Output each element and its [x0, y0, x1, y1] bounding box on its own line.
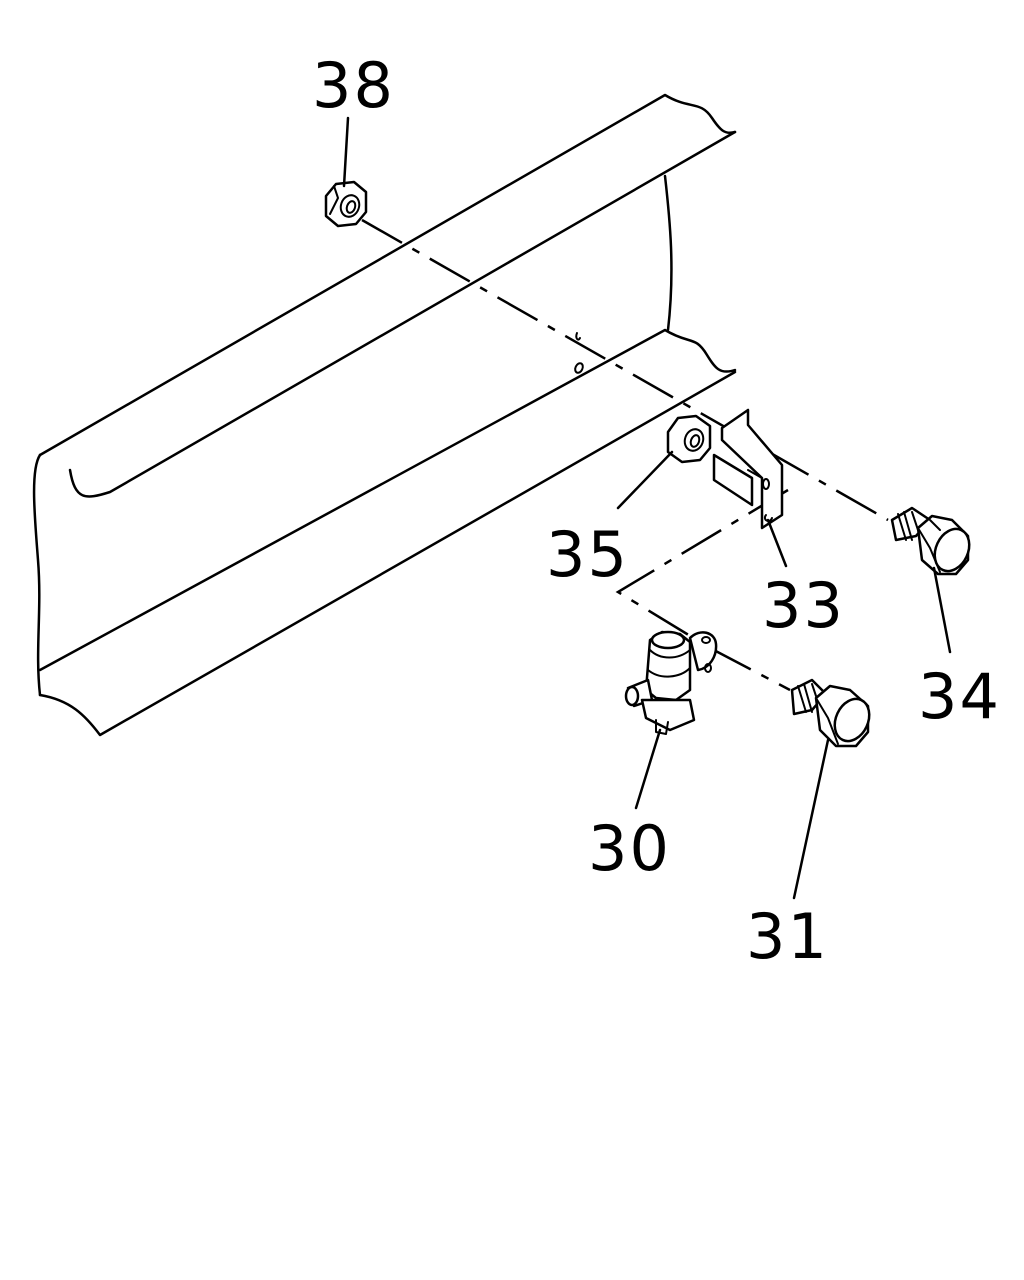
callout-33: 33	[762, 569, 845, 642]
callout-30: 30	[588, 812, 671, 885]
valve-30	[624, 630, 718, 735]
center-lines	[361, 218, 889, 692]
frame-rail	[32, 93, 737, 737]
nut-38	[324, 180, 368, 228]
bolt-31	[790, 678, 871, 748]
leader-lines	[342, 116, 952, 900]
bracket-33	[712, 408, 784, 530]
callout-38: 38	[312, 49, 395, 122]
callout-34: 34	[918, 660, 1001, 733]
nut-35	[666, 414, 712, 464]
callout-35: 35	[546, 518, 629, 591]
callout-31: 31	[746, 900, 829, 973]
bolt-34	[890, 506, 971, 576]
